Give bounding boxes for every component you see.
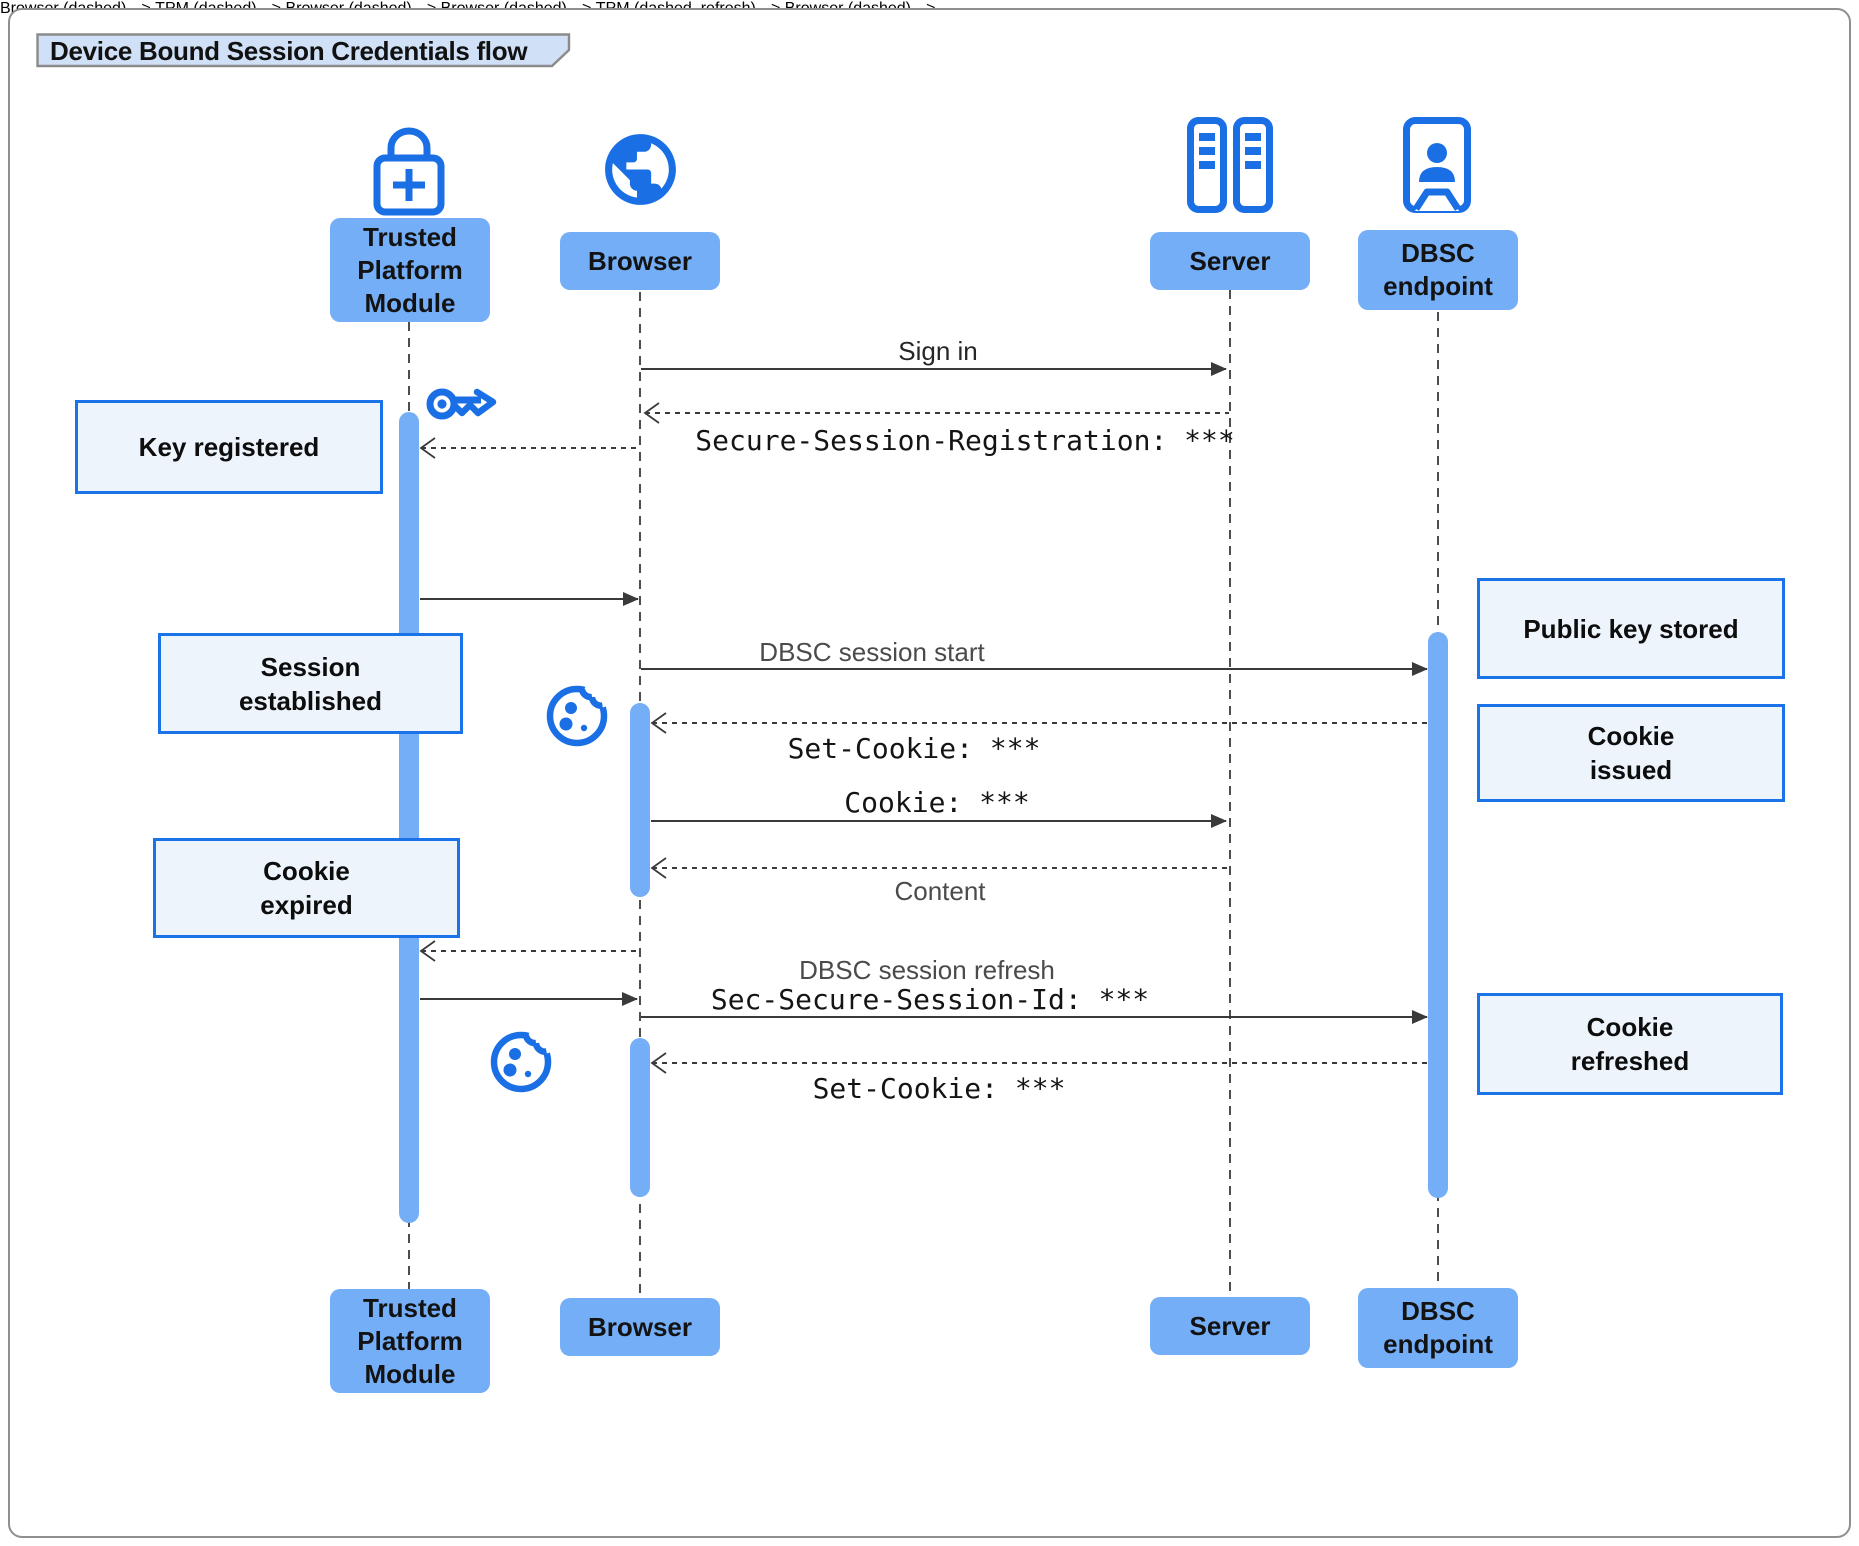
activation-tpm (399, 412, 419, 1223)
message-set-cookie-refresh: Set-Cookie: *** (812, 1072, 1066, 1105)
message-set-cookie-issue: Set-Cookie: *** (787, 732, 1041, 765)
diagram-title: Device Bound Session Credentials flow (50, 36, 528, 66)
lock-plus-icon (373, 127, 445, 216)
actor-dbsc-bottom: DBSC endpoint (1358, 1288, 1518, 1368)
message-dbsc-session-refresh: DBSC session refresh (799, 955, 1055, 985)
activation-browser-1 (630, 703, 650, 897)
message-cookie: Cookie: *** (844, 786, 1030, 819)
activation-browser-2 (630, 1038, 650, 1197)
note-session-established: Session established (158, 633, 463, 734)
title-tab (36, 33, 571, 68)
actor-browser-bottom: Browser (560, 1298, 720, 1356)
actor-browser-top: Browser (560, 232, 720, 290)
actor-tpm-top: Trusted Platform Module (330, 218, 490, 322)
note-cookie-issued: Cookie issued (1477, 704, 1785, 802)
globe-icon (605, 134, 676, 205)
cookie-icon (546, 680, 613, 747)
lifeline-server (1229, 290, 1231, 1297)
actor-tpm-bottom: Trusted Platform Module (330, 1289, 490, 1393)
note-cookie-expired: Cookie expired (153, 838, 460, 938)
actor-dbsc-top: DBSC endpoint (1358, 230, 1518, 310)
message-content: Content (894, 876, 986, 906)
person-door-icon (1403, 117, 1471, 213)
message-sign-in: Sign in (898, 336, 978, 366)
cookie-icon (490, 1026, 557, 1093)
activation-dbsc (1428, 632, 1448, 1198)
message-secure-session-registration: Secure-Session-Registration: *** (695, 424, 1235, 457)
actor-server-top: Server (1150, 232, 1310, 290)
server-racks-icon (1187, 117, 1273, 213)
actor-server-bottom: Server (1150, 1297, 1310, 1355)
note-key-registered: Key registered (75, 400, 383, 494)
note-cookie-refreshed: Cookie refreshed (1477, 993, 1783, 1095)
message-dbsc-session-start: DBSC session start (759, 637, 985, 667)
note-public-key-stored: Public key stored (1477, 578, 1785, 679)
key-icon (426, 388, 497, 420)
message-sec-secure-session-id: Sec-Secure-Session-Id: *** (710, 983, 1150, 1016)
